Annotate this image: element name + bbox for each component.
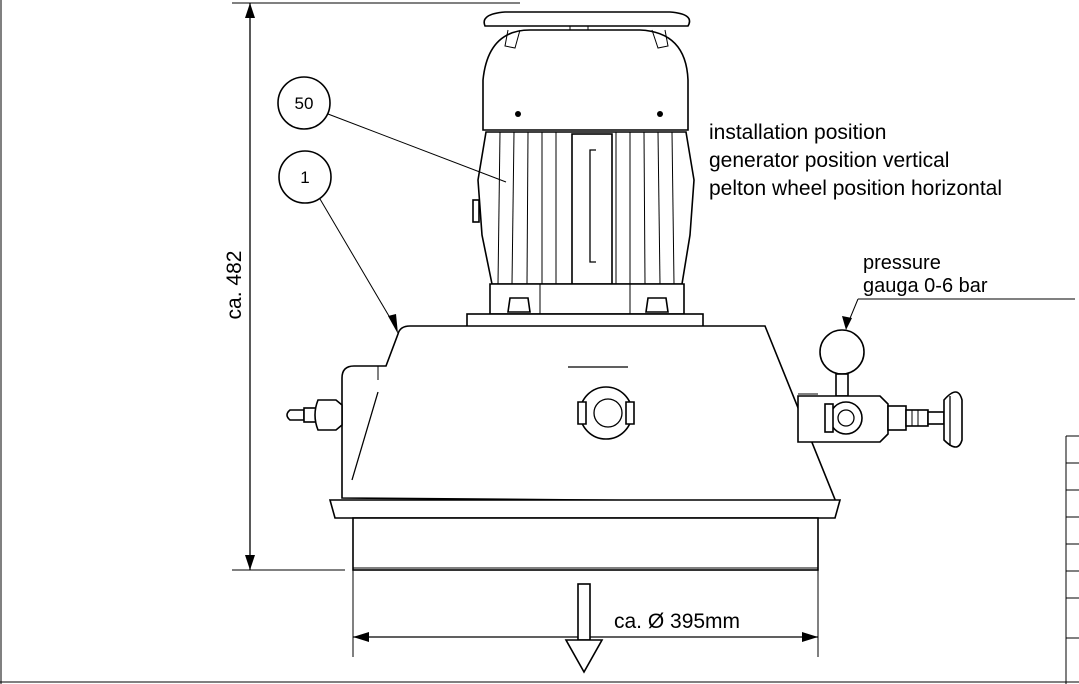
drain-cock — [286, 399, 343, 431]
gauge-range-label: gauga 0-6 bar — [863, 275, 988, 297]
pressure-gauge-assembly — [797, 329, 963, 448]
diameter-dimension-label: ca. Ø 395mm — [614, 610, 740, 633]
callout-50-label: 50 — [295, 94, 314, 113]
callout-50 — [277, 76, 507, 183]
pressure-gauge-leader — [842, 298, 1075, 330]
flange-plate — [466, 313, 704, 328]
callout-1-label: 1 — [300, 168, 309, 187]
generator — [472, 11, 695, 315]
title-block — [1065, 435, 1079, 684]
height-dimension — [232, 2, 520, 571]
turbine-housing — [328, 325, 842, 571]
flow-direction-arrow — [564, 583, 604, 674]
note-generator-position: generator position vertical — [709, 149, 949, 172]
height-dimension-label: ca. 482 — [223, 251, 246, 320]
note-pelton-wheel-position: pelton wheel position horizontal — [709, 177, 1002, 200]
note-installation-position: installation position — [709, 121, 886, 144]
inspection-port — [577, 386, 635, 440]
pressure-label: pressure — [863, 252, 941, 274]
callout-1 — [278, 150, 398, 334]
